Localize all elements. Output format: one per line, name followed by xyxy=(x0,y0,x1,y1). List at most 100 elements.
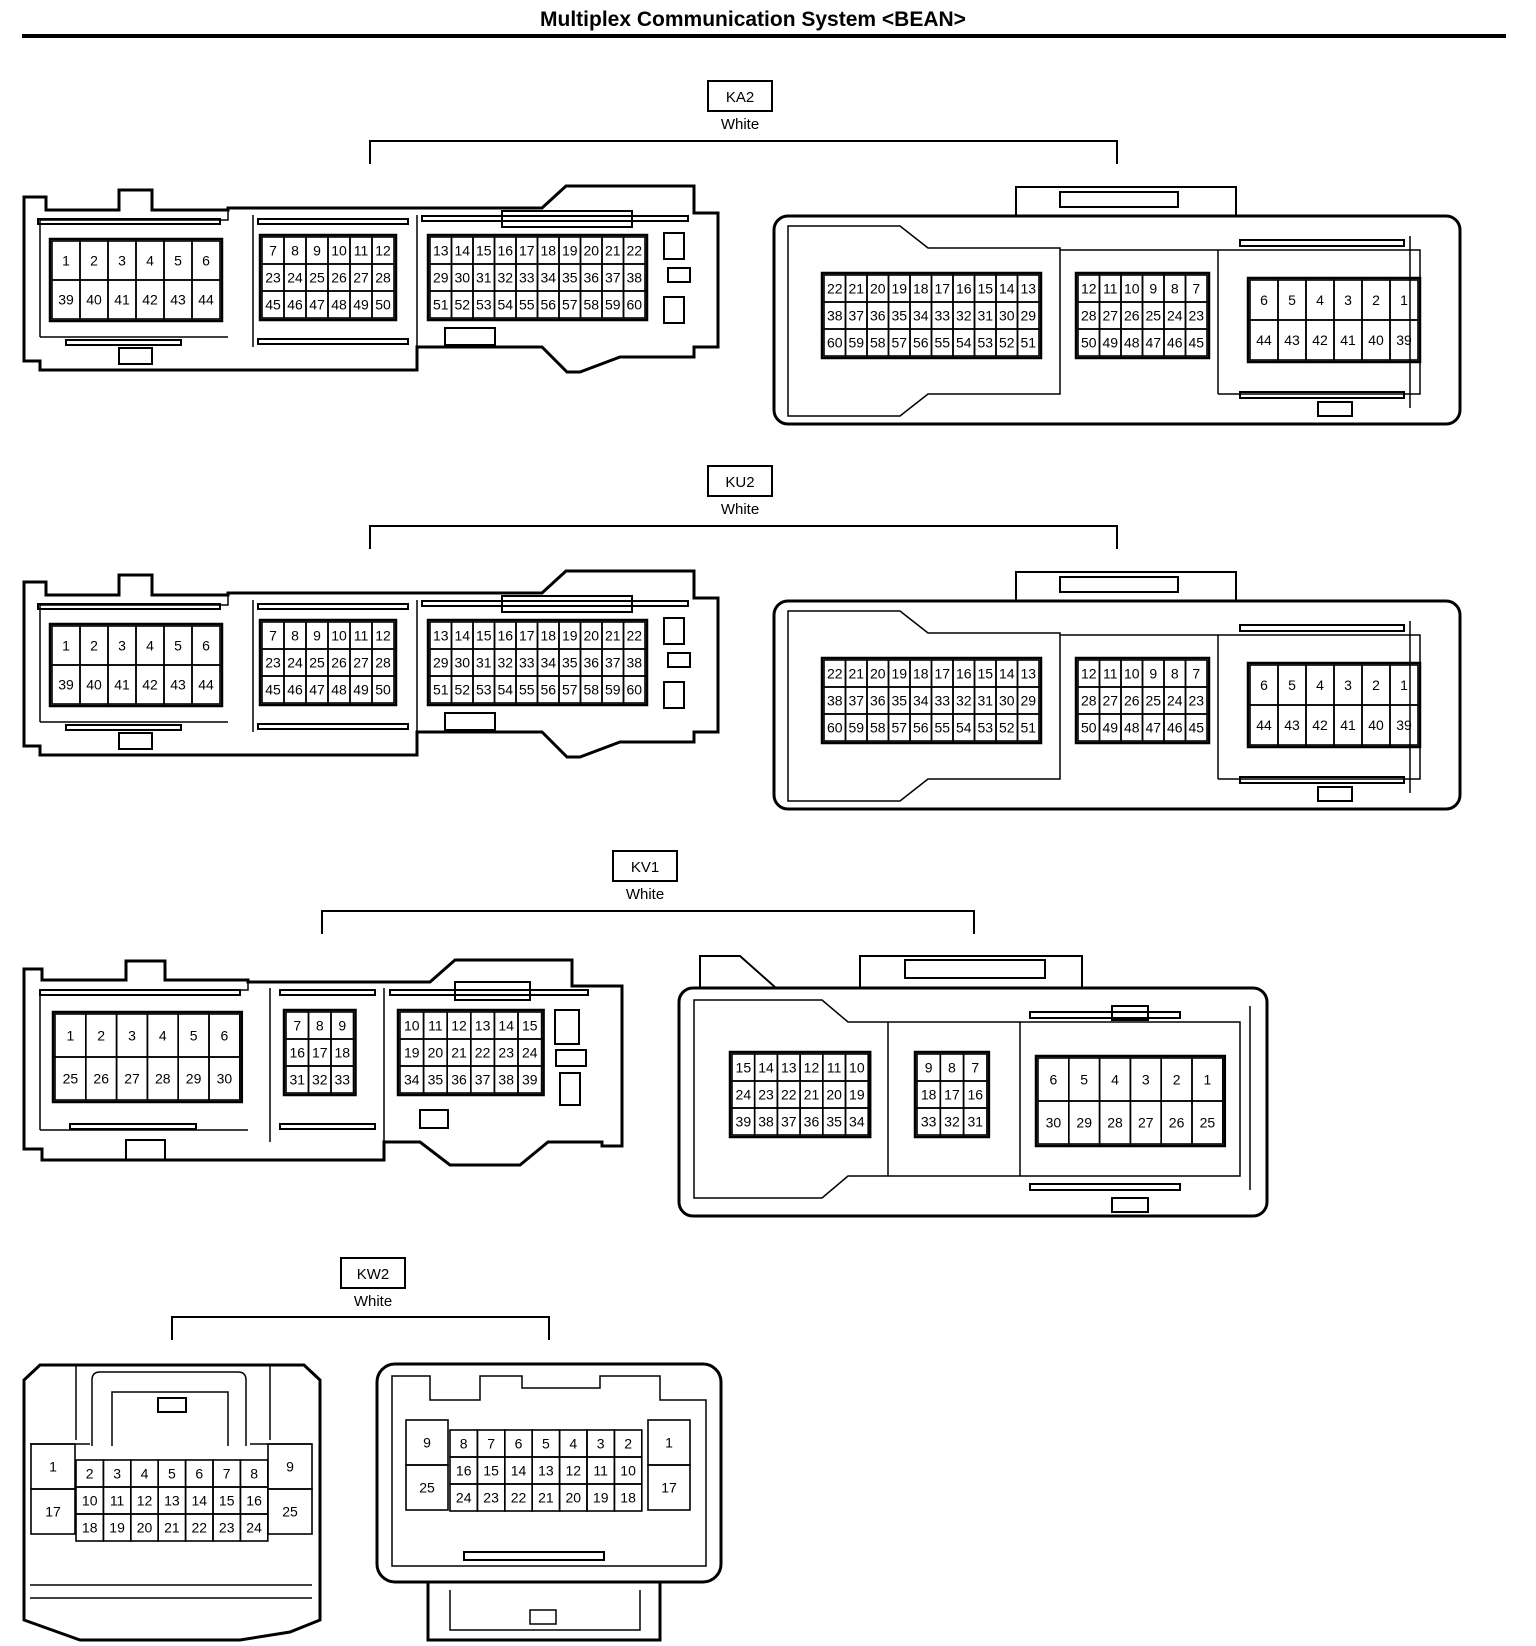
slot xyxy=(1059,576,1179,593)
pin-number: 21 xyxy=(605,243,621,259)
pin-number: 21 xyxy=(164,1520,180,1536)
pin-number: 51 xyxy=(433,297,449,313)
pin-number: 31 xyxy=(476,270,492,286)
pin-number: 5 xyxy=(1288,677,1296,693)
slot xyxy=(667,652,691,668)
pin-block-frame xyxy=(426,233,649,322)
pin-number: 17 xyxy=(312,1045,328,1061)
pin-number: 31 xyxy=(289,1072,305,1088)
slot xyxy=(421,215,689,222)
slot xyxy=(1239,776,1405,784)
pin-number: 14 xyxy=(454,243,470,259)
pin-number: 34 xyxy=(540,270,556,286)
pin-block-frame xyxy=(1246,276,1422,364)
pin-number: 2 xyxy=(624,1436,632,1452)
pin-number: 19 xyxy=(891,666,907,682)
pin-number: 17 xyxy=(519,628,535,644)
pin-number: 19 xyxy=(109,1520,125,1536)
pin-number: 3 xyxy=(128,1028,136,1044)
housing-outline xyxy=(22,184,720,374)
pin-number: 43 xyxy=(1284,332,1300,348)
pin-number: 8 xyxy=(291,628,299,644)
pin-number: 25 xyxy=(309,270,325,286)
pin-number: 16 xyxy=(246,1493,262,1509)
pin-number: 20 xyxy=(428,1045,444,1061)
pin-number: 35 xyxy=(891,308,907,324)
pin-number: 9 xyxy=(423,1435,431,1451)
pin-number: 14 xyxy=(454,628,470,644)
pin-number: 33 xyxy=(519,270,535,286)
pin-number: 6 xyxy=(1260,677,1268,693)
pin-number: 4 xyxy=(1111,1072,1119,1088)
pin-number: 7 xyxy=(487,1436,495,1452)
pin-number: 18 xyxy=(921,1087,937,1103)
pin-number: 46 xyxy=(1167,720,1183,736)
pin-number: 52 xyxy=(999,335,1015,351)
pin-number: 45 xyxy=(265,297,281,313)
pin-number: 25 xyxy=(1145,693,1161,709)
pin-number: 54 xyxy=(956,720,972,736)
slot xyxy=(1111,1005,1149,1021)
pin-number: 38 xyxy=(827,693,843,709)
pin-cell xyxy=(647,1464,691,1511)
pin-number: 35 xyxy=(562,270,578,286)
pin-cell xyxy=(1184,713,1208,742)
pin-number: 27 xyxy=(1102,693,1118,709)
pin-number: 44 xyxy=(198,677,214,693)
pin-number: 4 xyxy=(146,253,154,269)
pin-number: 9 xyxy=(338,1018,346,1034)
pin-number: 16 xyxy=(956,281,972,297)
latch xyxy=(125,1139,166,1161)
slot xyxy=(501,595,633,613)
pin-number: 20 xyxy=(137,1520,153,1536)
pin-number: 34 xyxy=(913,693,929,709)
pin-number: 19 xyxy=(404,1045,420,1061)
pin-number: 60 xyxy=(827,720,843,736)
pin-number: 20 xyxy=(566,1490,582,1506)
pin-number: 13 xyxy=(781,1060,797,1076)
pin-number: 47 xyxy=(1145,335,1161,351)
pin-cell xyxy=(1191,1100,1224,1145)
pin-number: 28 xyxy=(375,655,391,671)
pin-number: 16 xyxy=(967,1087,983,1103)
pin-number: 9 xyxy=(286,1459,294,1475)
pin-number: 31 xyxy=(967,1114,983,1130)
pin-number: 32 xyxy=(312,1072,328,1088)
pin-cell xyxy=(208,1056,241,1101)
housing-outline xyxy=(22,569,720,759)
pin-number: 13 xyxy=(475,1018,491,1034)
pin-number: 59 xyxy=(605,297,621,313)
pin-number: 55 xyxy=(934,720,950,736)
pin-block-frame xyxy=(820,656,1043,745)
housing-outline xyxy=(375,1362,723,1584)
pin-number: 30 xyxy=(454,270,470,286)
pin-number: 14 xyxy=(999,666,1015,682)
pin-number: 14 xyxy=(498,1018,514,1034)
pin-number: 51 xyxy=(1020,335,1036,351)
connector-color: White xyxy=(721,501,759,518)
pin-number: 15 xyxy=(977,281,993,297)
pin-number: 8 xyxy=(291,243,299,259)
housing-inner xyxy=(39,593,418,732)
pin-cell xyxy=(191,664,221,705)
pin-number: 3 xyxy=(1142,1072,1150,1088)
slot xyxy=(663,296,685,324)
pin-number: 11 xyxy=(593,1463,608,1479)
pin-number: 42 xyxy=(1312,717,1328,733)
pin-number: 12 xyxy=(804,1060,820,1076)
pin-block-frame xyxy=(1074,656,1211,745)
connector-bracket xyxy=(369,525,1118,549)
connector-color: White xyxy=(721,116,759,133)
pin-number: 5 xyxy=(174,638,182,654)
pin-number: 10 xyxy=(331,628,347,644)
pin-number: 27 xyxy=(1138,1115,1154,1131)
pin-number: 22 xyxy=(511,1490,527,1506)
